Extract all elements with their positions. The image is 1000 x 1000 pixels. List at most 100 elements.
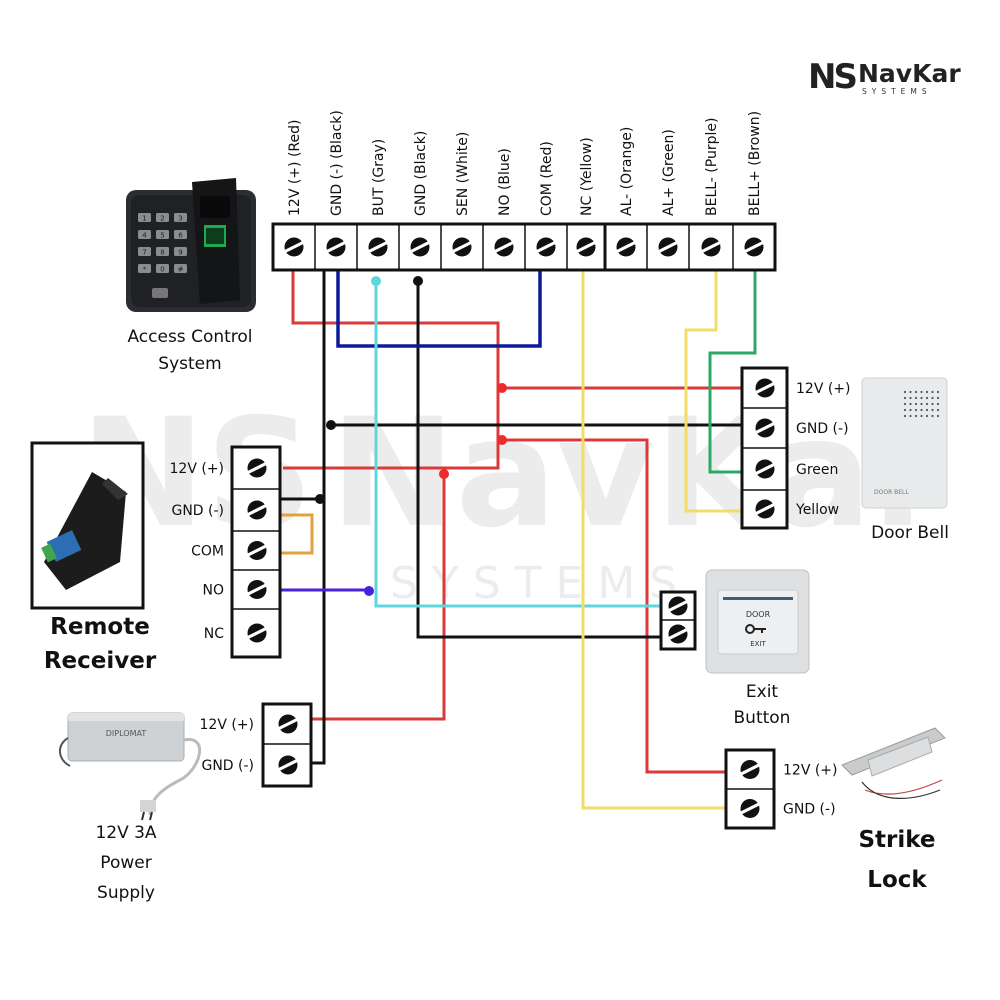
watermark-tagline: S Y S T E M S — [390, 558, 677, 609]
speaker-hole — [903, 408, 907, 412]
speaker-hole — [936, 396, 940, 400]
wire-but-cyan — [374, 280, 662, 608]
doorbell-terminal-label: Green — [796, 462, 838, 478]
remote-terminal-label: NC — [204, 626, 224, 642]
watermark-name: NavKar — [330, 387, 946, 561]
brand-logo: NS NavKar SYSTEMS — [808, 57, 961, 97]
keypad-key-label: 3 — [178, 215, 182, 223]
remote-terminal-label: COM — [191, 544, 224, 560]
wire-bell-plus-green — [708, 270, 757, 474]
controller-terminal-label: AL+ (Green) — [661, 129, 677, 216]
doorbell-label: Door Bell — [871, 523, 949, 543]
junction-black-top — [413, 276, 423, 286]
speaker-hole — [936, 390, 940, 394]
speaker-hole — [925, 408, 929, 412]
junction-red-lock — [497, 435, 507, 445]
psu-label-3: Supply — [97, 883, 155, 903]
keypad-key: # — [174, 264, 187, 274]
exit-terminal-block — [659, 590, 697, 651]
speaker-hole — [936, 408, 940, 412]
brand-name: NavKar — [858, 59, 961, 88]
keypad-key-label: 8 — [160, 249, 164, 257]
keypad-key-label: 2 — [160, 215, 164, 223]
speaker-hole — [931, 390, 934, 394]
exit-label-2: Button — [734, 708, 791, 728]
keypad-key: 5 — [156, 230, 169, 240]
wire-nc-yellow — [581, 270, 728, 810]
controller-terminal-label: NC (Yellow) — [579, 137, 595, 216]
keypad-key-label: 1 — [142, 215, 146, 223]
keypad-key: 0 — [156, 264, 169, 274]
remote-label-1: Remote — [50, 614, 150, 640]
keypad-key: 9 — [174, 247, 187, 257]
controller-label-2: System — [158, 354, 221, 374]
speaker-hole — [909, 390, 912, 394]
exit-label-1: Exit — [746, 682, 779, 702]
speaker-hole — [920, 390, 923, 394]
speaker-hole — [903, 402, 907, 406]
remote-receiver-image — [30, 441, 145, 610]
keypad-key-label: * — [143, 266, 147, 274]
keypad-key: 6 — [174, 230, 187, 240]
controller-terminal-label: SEN (White) — [455, 132, 471, 216]
lock-terminal-label: GND (-) — [783, 802, 836, 818]
wire-controller-12v — [283, 270, 500, 470]
keypad-key-label: 6 — [178, 232, 183, 240]
doorbell-terminal-label: 12V (+) — [796, 381, 851, 397]
speaker-hole — [931, 396, 934, 400]
remote-terminal-label: NO — [203, 583, 225, 599]
power-supply-image: DIPLOMAT — [59, 712, 202, 821]
psu-label-1: 12V 3A — [95, 823, 156, 843]
junction-cyan — [371, 276, 381, 286]
key-icon — [745, 624, 766, 634]
keypad-key: 3 — [174, 213, 187, 223]
wire-psu-gnd — [312, 700, 326, 765]
wire-bell-minus-yellow — [684, 270, 745, 513]
controller-terminal-label: BELL+ (Brown) — [747, 111, 763, 216]
controller-terminal-block: 12V (+) (Red)GND (-) (Black)BUT (Gray)GN… — [271, 110, 777, 272]
speaker-hole — [931, 414, 934, 418]
speaker-hole — [914, 396, 918, 400]
keypad-key-label: 0 — [160, 266, 164, 274]
keypad-key: 8 — [156, 247, 169, 257]
speaker-hole — [903, 414, 907, 418]
remote-label-2: Receiver — [44, 648, 157, 674]
watermark: NS NavKar S Y S T E M S — [80, 387, 946, 609]
speaker-hole — [903, 390, 907, 394]
brand-tagline: SYSTEMS — [862, 87, 932, 96]
keypad-key: 4 — [138, 230, 151, 240]
controller-terminal-label: BELL- (Purple) — [704, 118, 720, 216]
keypad-key: 1 — [138, 213, 151, 223]
psu-label-2: Power — [100, 853, 151, 873]
remote-terminal-label: 12V (+) — [170, 461, 225, 477]
lock-terminal-label: 12V (+) — [783, 763, 838, 779]
lock-label-1: Strike — [858, 827, 935, 853]
speaker-hole — [936, 414, 940, 418]
exit-button-image: DOOR EXIT — [705, 569, 810, 674]
exit-face-bottom: EXIT — [750, 640, 766, 648]
speaker-hole — [909, 414, 912, 418]
remote-terminal-label: GND (-) — [171, 503, 224, 519]
keypad-key: 7 — [138, 247, 151, 257]
controller-terminal-label: AL- (Orange) — [619, 127, 635, 216]
controller-terminal-label: GND (Black) — [413, 131, 429, 216]
lock-terminal-block: 12V (+) GND (-) — [724, 748, 838, 830]
speaker-hole — [909, 396, 912, 400]
speaker-hole — [925, 402, 929, 406]
junction-red-bell — [497, 383, 507, 393]
controller-terminal-label: 12V (+) (Red) — [287, 120, 303, 216]
lock-label-2: Lock — [867, 867, 927, 893]
doorbell-terminal-label: Yellow — [795, 502, 839, 518]
speaker-hole — [909, 402, 912, 406]
speaker-hole — [920, 408, 923, 412]
junction-black-remote — [315, 494, 325, 504]
speaker-hole — [920, 414, 923, 418]
speaker-hole — [914, 402, 918, 406]
controller-terminal-label: COM (Red) — [539, 141, 555, 216]
keypad-key-label: # — [178, 266, 184, 274]
doorbell-terminal-label: GND (-) — [796, 421, 849, 437]
wires — [281, 270, 757, 810]
